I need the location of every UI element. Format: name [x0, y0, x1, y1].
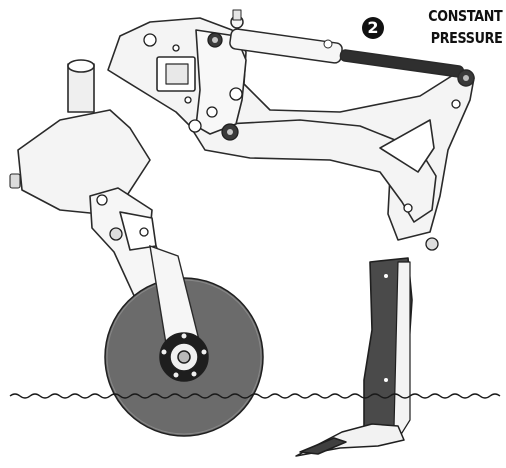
pivot-pins	[96, 32, 461, 251]
hydraulic-cylinder	[229, 9, 475, 87]
title-line-1: CONSTANT	[427, 7, 502, 25]
ground-line	[9, 393, 501, 399]
section-title: 2 CONSTANT PRESSURE	[360, 7, 506, 57]
shank-point	[295, 423, 405, 457]
title-line-2: PRESSURE	[430, 29, 502, 47]
coulter-disc	[104, 244, 264, 437]
tillage-shank	[363, 257, 413, 441]
step-number-badge: 2	[362, 17, 384, 39]
